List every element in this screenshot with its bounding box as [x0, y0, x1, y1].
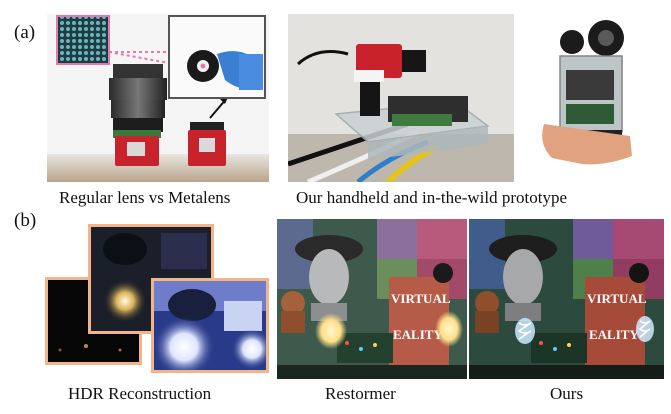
lens-comparison-illustration	[47, 14, 269, 182]
ours-poster-text-bottom: EALITY	[589, 327, 639, 342]
prototype-photo	[288, 14, 514, 182]
ours-poster-text-top: VIRTUAL	[587, 291, 647, 306]
lens-comparison-photo	[47, 14, 269, 182]
hdr-long-illustration	[154, 281, 266, 370]
caption-restormer: Restormer	[325, 384, 396, 403]
ours-result-photo: VIRTUAL EALITY	[469, 219, 664, 379]
prototype-illustration	[288, 14, 514, 182]
restormer-result-photo: VIRTUAL EALITY	[277, 219, 467, 379]
panel-a-label: (a)	[14, 22, 36, 43]
handheld-illustration	[530, 14, 645, 182]
hdr-exposure-long	[151, 278, 269, 373]
restormer-poster-text-bottom: EALITY	[393, 327, 443, 342]
handheld-photo	[530, 14, 645, 182]
restormer-illustration: VIRTUAL EALITY	[277, 219, 467, 379]
caption-ours: Ours	[550, 384, 584, 403]
restormer-poster-text-top: VIRTUAL	[391, 291, 451, 306]
caption-hdr-reconstruction: HDR Reconstruction	[68, 384, 212, 403]
ours-illustration: VIRTUAL EALITY	[469, 219, 664, 379]
panel-b-label: (b)	[14, 210, 37, 231]
caption-prototype: Our handheld and in-the-wild prototype	[296, 188, 567, 207]
caption-regular-vs-metalens: Regular lens vs Metalens	[59, 188, 231, 207]
